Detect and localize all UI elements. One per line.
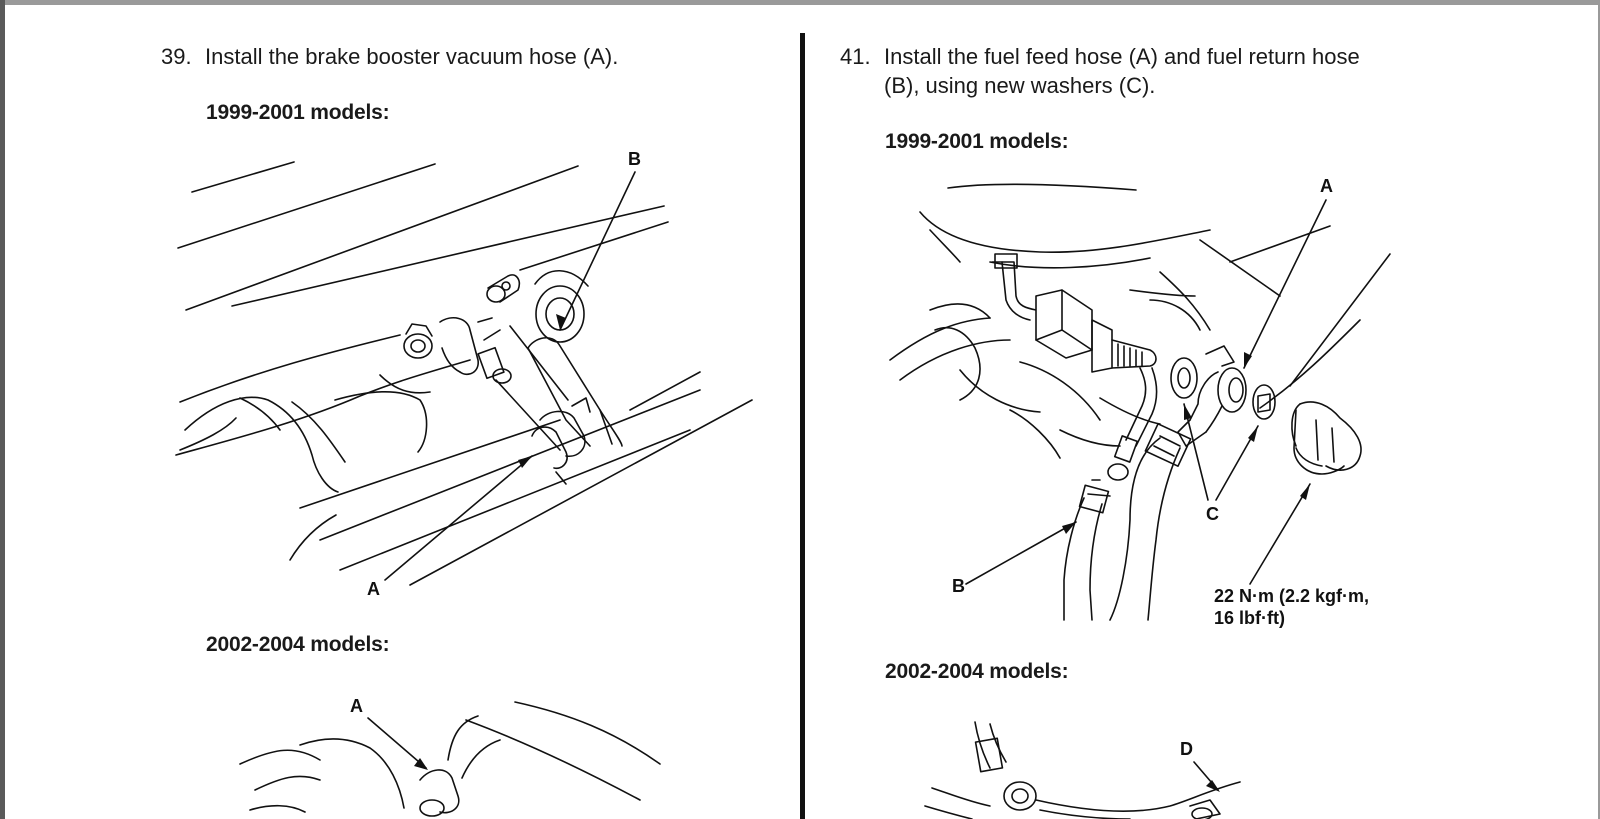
step-41-text-line1: Install the fuel feed hose (A) and fuel … bbox=[884, 44, 1360, 69]
torque-spec-line2: 16 lbf·ft) bbox=[1214, 608, 1285, 628]
step-41-number: 41. bbox=[840, 44, 871, 69]
brake-booster-hose-illustration-1999-2001: B A bbox=[175, 149, 753, 599]
left-heading-1999-2001: 1999-2001 models: bbox=[206, 101, 390, 124]
torque-spec-line1: 22 N·m (2.2 kgf·m, bbox=[1214, 586, 1369, 606]
callout-c-right: C bbox=[1206, 504, 1219, 524]
fuel-hose-illustration-2002-2004: D bbox=[924, 721, 1241, 819]
page-frame-left bbox=[0, 0, 5, 819]
callout-b-right: B bbox=[952, 576, 965, 596]
page-frame-right bbox=[1598, 0, 1600, 819]
callout-a-left: A bbox=[367, 579, 380, 599]
step-39-number: 39. bbox=[161, 44, 192, 69]
right-heading-2002-2004: 2002-2004 models: bbox=[885, 660, 1069, 683]
callout-d-right: D bbox=[1180, 739, 1193, 759]
callout-b-left: B bbox=[628, 149, 641, 169]
callout-a-right: A bbox=[1320, 176, 1333, 196]
step-41-text-line2: (B), using new washers (C). bbox=[884, 73, 1156, 98]
fuel-hose-illustration-1999-2001: A B C 22 N·m (2.2 kgf·m, 16 lbf·ft) bbox=[889, 176, 1391, 628]
column-divider bbox=[800, 33, 805, 819]
left-heading-2002-2004: 2002-2004 models: bbox=[206, 633, 390, 656]
callout-a-left-2002: A bbox=[350, 696, 363, 716]
page-frame-top bbox=[0, 0, 1600, 5]
step-39-text: Install the brake booster vacuum hose (A… bbox=[205, 44, 619, 69]
right-heading-1999-2001: 1999-2001 models: bbox=[885, 130, 1069, 153]
brake-booster-hose-illustration-2002-2004: A bbox=[239, 696, 661, 817]
